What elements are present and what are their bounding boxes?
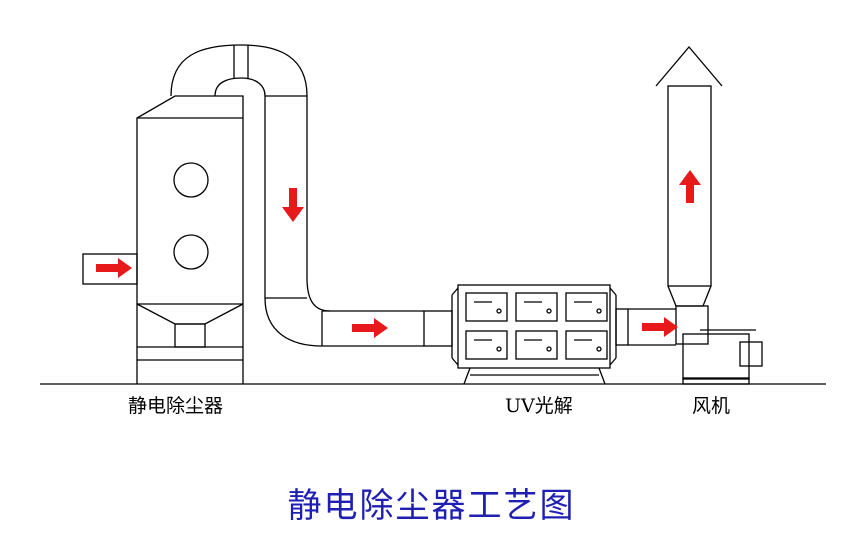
flow-arrow-duct [352, 318, 388, 338]
flow-arrow-down [282, 188, 304, 222]
precipitator-unit [136, 95, 244, 384]
inlet-duct [82, 253, 138, 285]
exhaust-stack [655, 45, 723, 307]
fan-label: 风机 [692, 395, 731, 417]
u-bend-duct [170, 44, 308, 97]
inspection-port-upper [173, 162, 209, 198]
uv-unit [451, 284, 617, 385]
flow-arrow-fan [642, 317, 678, 337]
horizontal-duct [322, 310, 453, 347]
uv-label: UV光解 [505, 395, 573, 417]
downcomer-duct [264, 95, 331, 347]
diagram-title: 静电除尘器工艺图 [287, 486, 576, 526]
flow-arrow-up [679, 170, 701, 203]
uv-control-panels [465, 292, 608, 360]
fan-unit [675, 305, 763, 385]
inspection-port-lower [173, 234, 209, 270]
fan-inlet-duct [615, 308, 676, 346]
precipitator-label: 静电除尘器 [128, 395, 224, 417]
flow-arrow-inlet [96, 258, 132, 278]
